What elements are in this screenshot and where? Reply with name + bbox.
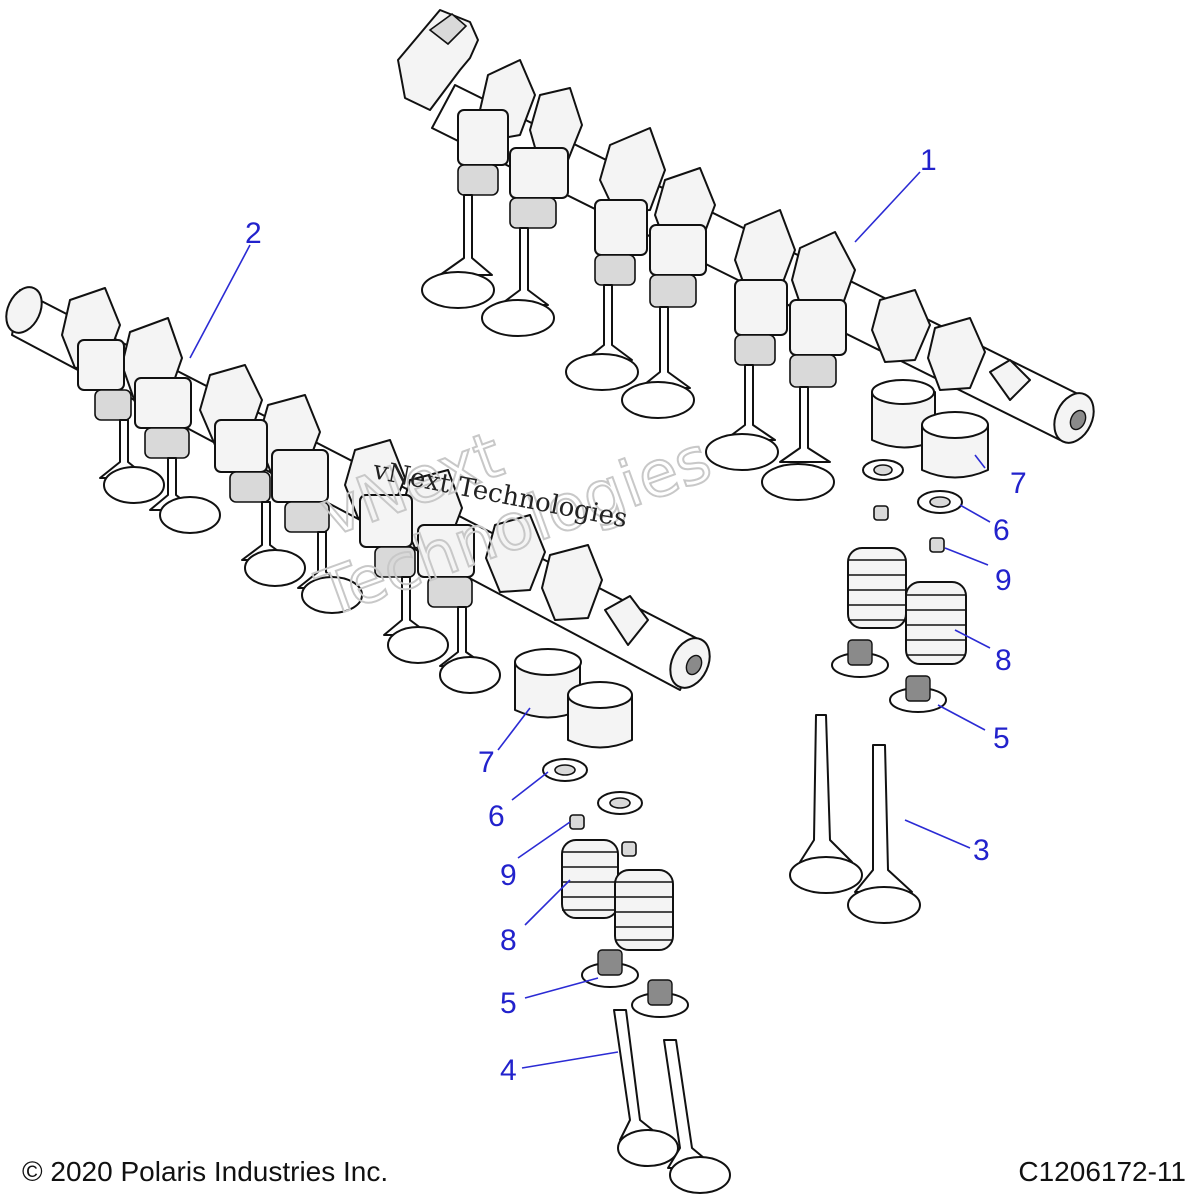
callout-8-right: 8 [995, 644, 1012, 677]
callout-9-left: 9 [500, 859, 517, 892]
center-stack-keepers [569, 814, 637, 857]
callout-8-left: 8 [500, 924, 517, 957]
callout-6-left: 6 [488, 800, 505, 833]
callout-4: 4 [500, 1054, 517, 1087]
center-stack-seals [581, 949, 689, 1018]
diagram-id: C1206172-11 [1018, 1156, 1186, 1187]
callout-5-right: 5 [993, 722, 1010, 755]
callout-2: 2 [245, 217, 262, 250]
callout-3: 3 [973, 834, 990, 867]
callout-6-right: 6 [993, 514, 1010, 547]
center-stack-exhaust-valves [613, 1009, 731, 1194]
right-stack-springs [847, 547, 967, 665]
callout-labels: 1 2 3 4 5 5 6 6 7 7 8 8 9 9 [245, 144, 1027, 1087]
camshaft-intake [397, 9, 1095, 444]
callout-7-right: 7 [1010, 467, 1027, 500]
right-stack-keepers [873, 505, 945, 553]
right-stack-buckets [871, 379, 989, 479]
camshaft-2-valve-assemblies [77, 339, 501, 694]
copyright-text: © 2020 Polaris Industries Inc. [22, 1156, 389, 1187]
right-stack-seals [831, 639, 947, 713]
callout-9-right: 9 [995, 564, 1012, 597]
camshaft-1-valve-assemblies [421, 109, 847, 501]
center-stack-buckets [514, 648, 633, 749]
callout-7-left: 7 [478, 746, 495, 779]
callout-1: 1 [920, 144, 937, 177]
right-stack-intake-valves [789, 714, 921, 924]
center-stack-retainers [542, 758, 643, 815]
callout-5-left: 5 [500, 987, 517, 1020]
center-stack-springs [561, 839, 674, 951]
leader-lines [189, 171, 991, 1069]
right-stack-retainers [862, 459, 963, 514]
